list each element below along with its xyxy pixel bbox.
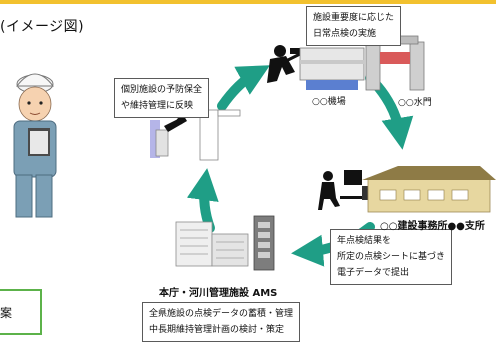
annual-inspection-line-2: 所定の点検シートに基づき: [337, 252, 446, 262]
water-gate-label: ○○水門: [398, 98, 432, 108]
daily-inspection-line-1: 施設重要度に応じた: [313, 13, 395, 23]
pump-station-illustration: [299, 47, 365, 90]
inspector-worker-figure: [13, 73, 57, 218]
plan-box-text: 案: [0, 306, 13, 320]
annual-inspection-line-1: 年点検結果を: [337, 236, 392, 246]
database-line-1: 全県施設の点検データの蓄積・管理: [149, 309, 294, 319]
top-accent-strip: [0, 0, 496, 4]
daily-inspection-box: 施設重要度に応じた 日常点検の実施: [306, 6, 402, 46]
plan-box-fragment: 案: [0, 289, 42, 335]
preventive-maintenance-box: 個別施設の予防保全 や維持管理に反映: [114, 78, 210, 118]
construction-office-label: ○○建設事務所●●支所: [380, 221, 485, 232]
headquarters-building-illustration: [175, 221, 249, 267]
cycle-illustration: [13, 35, 496, 271]
diagram-caption: (イメージ図): [0, 19, 85, 35]
preventive-line-1: 個別施設の予防保全: [121, 85, 203, 95]
arrow-preventive-to-daily: [217, 65, 270, 111]
inspection-worker-silhouette: [267, 45, 301, 83]
annual-inspection-line-3: 電子データで提出: [337, 268, 410, 278]
preventive-line-2: や維持管理に反映: [121, 101, 194, 111]
annual-inspection-box: 年点検結果を 所定の点検シートに基づき 電子データで提出: [330, 229, 453, 285]
office-worker-illustration: [318, 170, 368, 210]
daily-inspection-line-2: 日常点検の実施: [313, 29, 377, 39]
server-rack-illustration: [253, 215, 275, 271]
airport-label: ○○機場: [312, 97, 346, 107]
database-line-2: 中長期維持管理計画の検討・策定: [149, 325, 285, 335]
database-box: 全県施設の点検データの蓄積・管理 中長期維持管理計画の検討・策定: [142, 302, 301, 342]
construction-office-illustration: [362, 166, 496, 213]
cycle-arrows: [186, 65, 414, 267]
headquarters-label: 本庁・河川管理施設 AMS: [159, 288, 278, 299]
repair-worker-illustration: [150, 109, 241, 161]
arrow-database-to-preventive: [186, 168, 219, 233]
